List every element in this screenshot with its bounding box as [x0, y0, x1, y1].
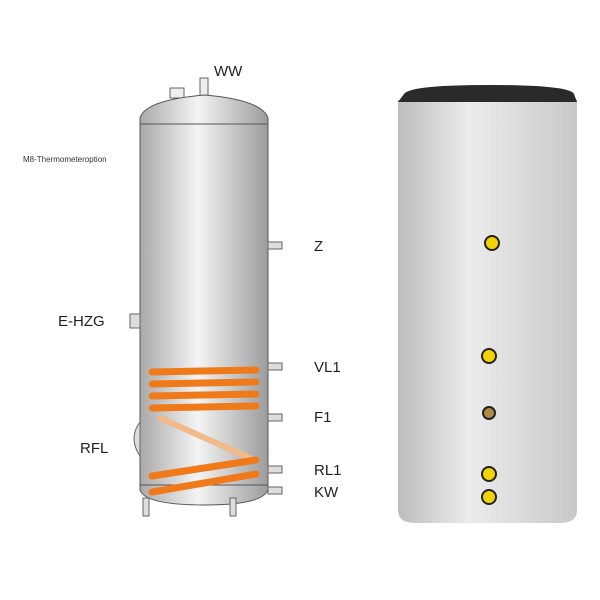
label-rl1: RL1 — [314, 462, 342, 479]
schematic-tank — [129, 77, 283, 517]
label-rfl: RFL — [80, 440, 109, 457]
label-vl1: VL1 — [314, 359, 341, 376]
label-f1: F1 — [314, 409, 332, 426]
label-z: Z — [314, 238, 324, 255]
product-photo-tank — [398, 85, 577, 523]
label-thermometer: M8-Thermometeroption — [23, 155, 107, 164]
ports — [481, 235, 500, 505]
label-ww: WW — [214, 63, 243, 80]
label-e-hzg: E-HZG — [58, 313, 105, 330]
heating-coil — [148, 366, 260, 496]
label-kw: KW — [314, 484, 339, 501]
